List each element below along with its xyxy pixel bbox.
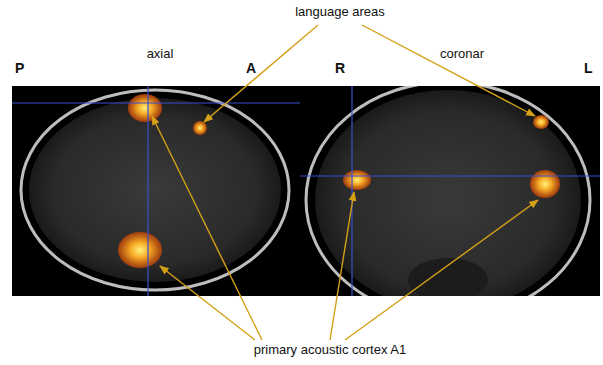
leader-line <box>204 25 318 122</box>
crosshair <box>351 86 352 296</box>
orientation-letter: R <box>335 60 345 76</box>
activation-blob <box>343 170 371 190</box>
leader-line <box>345 200 538 340</box>
crosshair <box>12 102 300 103</box>
orientation-letter: P <box>15 60 24 76</box>
activation-blob <box>118 232 162 268</box>
callout-label: language areas <box>295 4 385 20</box>
crosshair <box>300 175 600 176</box>
leader-line <box>330 192 354 340</box>
brainstem <box>408 258 488 296</box>
orientation-letter: A <box>246 60 256 76</box>
activation-blob <box>530 170 560 198</box>
activation-blob <box>533 115 549 129</box>
leader-line <box>362 25 535 116</box>
view-label: axial <box>147 46 174 62</box>
activation-blob <box>193 121 207 135</box>
brain-axial <box>29 98 281 282</box>
callout-label: primary acoustic cortex A1 <box>254 342 406 358</box>
skull-outline <box>21 90 289 290</box>
activation-blob <box>128 94 162 122</box>
crosshair <box>147 86 148 296</box>
leader-line <box>152 116 262 340</box>
orientation-letter: L <box>584 60 593 76</box>
view-label: coronar <box>440 46 484 62</box>
leader-line <box>160 266 255 340</box>
